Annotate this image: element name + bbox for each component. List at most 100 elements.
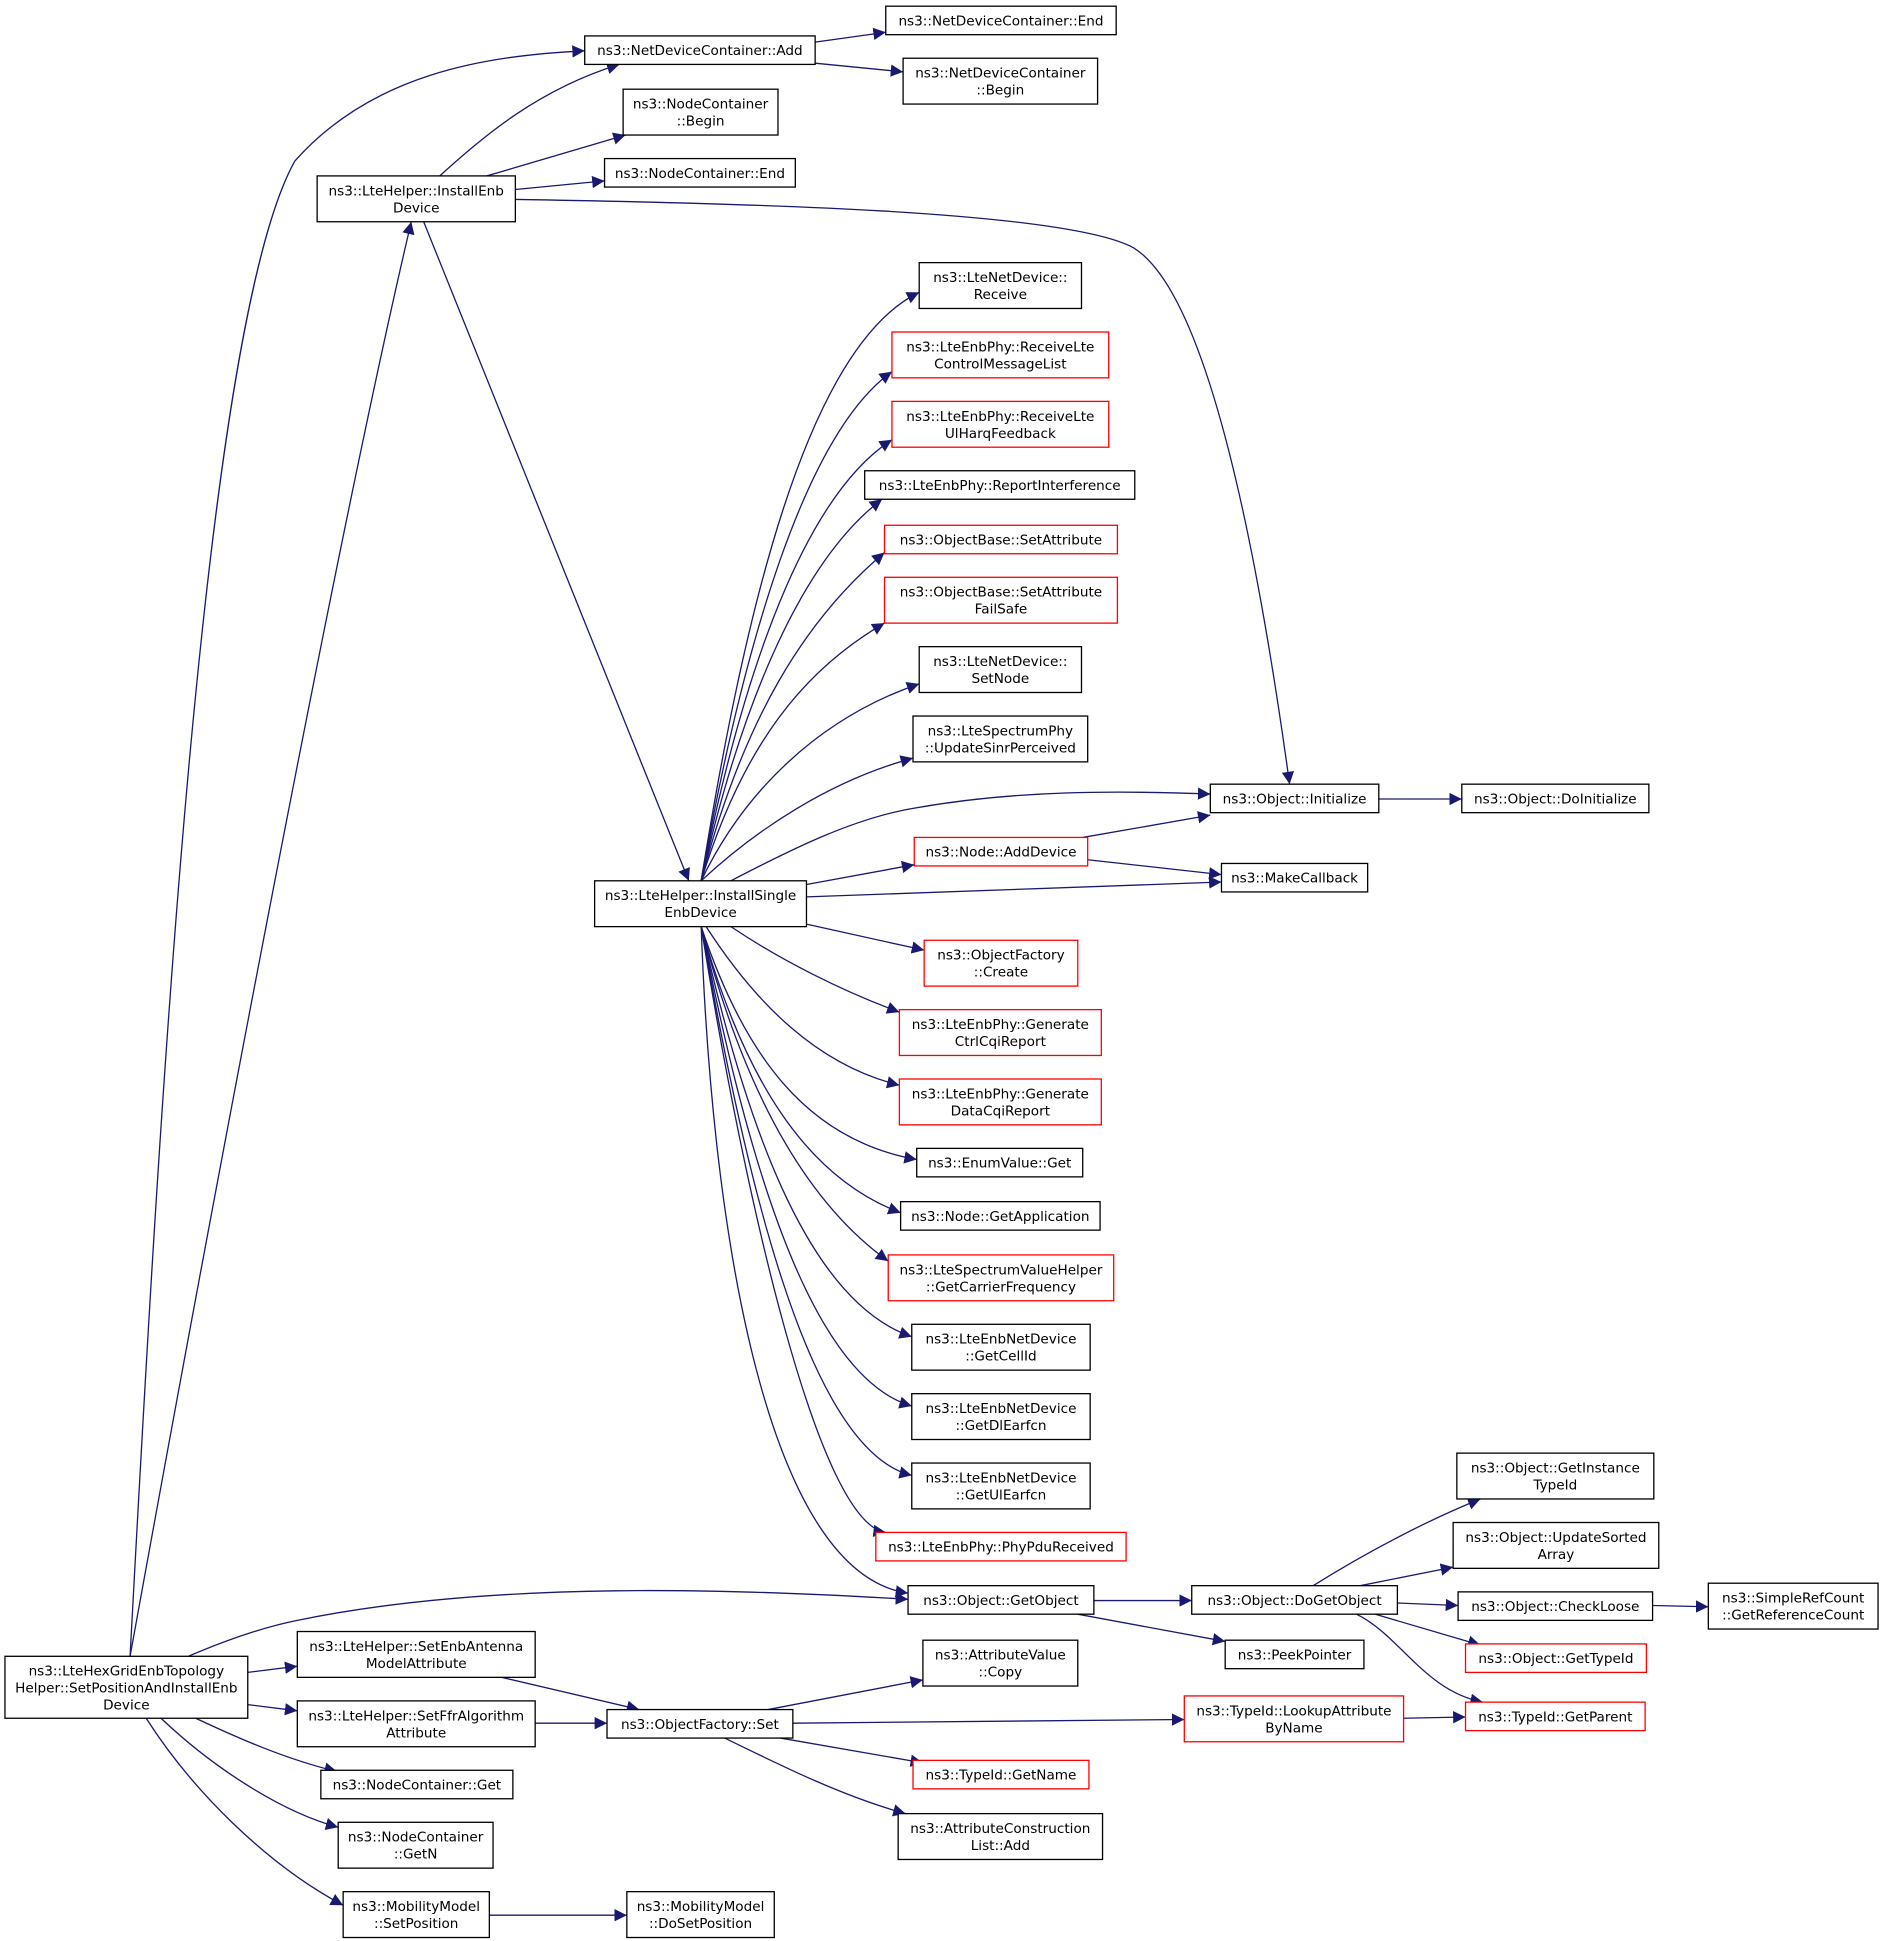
edge-checkLoose-to-getRefCount [1653, 1600, 1709, 1613]
node-label: ns3::MobilityModel [637, 1899, 765, 1915]
edge-doGetObject-to-updateSortedArray [1360, 1563, 1453, 1586]
edge-installSingle-to-setAttributeFailSafe [701, 623, 884, 881]
node-obj-factory-create[interactable]: ns3::ObjectFactory::Create [923, 939, 1079, 987]
node-box [4, 1655, 249, 1719]
node-do-get-object[interactable]: ns3::Object::DoGetObject [1191, 1585, 1399, 1615]
node-label: ns3::AttributeConstruction [910, 1821, 1090, 1837]
node-ndc-end[interactable]: ns3::NetDeviceContainer::End [885, 5, 1117, 36]
node-label: Device [393, 200, 440, 216]
edge-ndcAdd-to-ndcBegin [815, 63, 903, 77]
node-nc-get-n[interactable]: ns3::NodeContainer::GetN [337, 1821, 494, 1869]
node-box [916, 1147, 1084, 1178]
edge-root-to-getObject [188, 1591, 908, 1657]
node-ndc-add[interactable]: ns3::NetDeviceContainer::Add [584, 35, 816, 66]
node-label: ns3::Object::DoInitialize [1474, 791, 1637, 807]
node-obj-factory-set[interactable]: ns3::ObjectFactory::Set [606, 1708, 794, 1739]
node-label: ns3::LteHelper::SetEnbAntenna [309, 1639, 523, 1655]
node-label: ::GetCarrierFrequency [926, 1279, 1076, 1295]
node-get-object[interactable]: ns3::Object::GetObject [907, 1585, 1095, 1615]
node-phy-pdu-received[interactable]: ns3::LteEnbPhy::PhyPduReceived [875, 1531, 1127, 1562]
node-label: CtrlCqiReport [955, 1034, 1046, 1050]
node-box [1456, 1452, 1655, 1500]
node-label: ns3::NodeContainer [633, 97, 769, 113]
node-nc-get[interactable]: ns3::NodeContainer::Get [320, 1769, 514, 1800]
node-nc-begin[interactable]: ns3::NodeContainer::Begin [622, 88, 779, 136]
node-box [1452, 1521, 1660, 1569]
edge-root-to-ncGetN [161, 1718, 338, 1830]
node-set-attribute[interactable]: ns3::ObjectBase::SetAttribute [883, 524, 1119, 555]
node-label: ns3::LteSpectrumValueHelper [900, 1262, 1103, 1278]
node-label: ns3::LteEnbPhy::Generate [912, 1017, 1089, 1033]
node-box [342, 1891, 490, 1939]
edge-installSingle-to-getUlEarfcn [701, 927, 912, 1479]
edge-installSingle-to-makeCallback [806, 876, 1221, 897]
node-label: ns3::NetDeviceContainer::End [898, 13, 1103, 29]
node-report-interference[interactable]: ns3::LteEnbPhy::ReportInterference [864, 470, 1136, 500]
node-label: ::Begin [976, 83, 1024, 99]
node-node-get-app[interactable]: ns3::Node::GetApplication [899, 1201, 1101, 1231]
edge-installSingle-to-netDevSetNode [701, 681, 919, 881]
node-update-sinr[interactable]: ns3::LteSpectrumPhy::UpdateSinrPerceived [912, 715, 1089, 763]
node-recv-ctrl-msg[interactable]: ns3::LteEnbPhy::ReceiveLteControlMessage… [891, 331, 1110, 379]
node-label: UlHarqFeedback [945, 426, 1056, 442]
node-obj-initialize[interactable]: ns3::Object::Initialize [1209, 783, 1380, 814]
node-get-cell-id[interactable]: ns3::LteEnbNetDevice::GetCellId [911, 1323, 1091, 1371]
node-box [1464, 1643, 1648, 1674]
node-mm-do-set-position[interactable]: ns3::MobilityModel::DoSetPosition [626, 1891, 775, 1939]
node-enum-get[interactable]: ns3::EnumValue::Get [916, 1147, 1084, 1178]
edge-nodeAddDevice-to-makeCallback [1088, 860, 1222, 880]
node-make-callback[interactable]: ns3::MakeCallback [1220, 862, 1369, 893]
node-box [1183, 1695, 1405, 1743]
node-root[interactable]: ns3::LteHexGridEnbTopologyHelper::SetPos… [4, 1655, 249, 1719]
edge-doGetObject-to-typeIdGetParent [1357, 1614, 1483, 1706]
node-label: FailSafe [975, 602, 1028, 618]
node-net-dev-receive[interactable]: ns3::LteNetDevice::Receive [918, 261, 1083, 310]
node-type-id-get-name[interactable]: ns3::TypeId::GetName [912, 1759, 1090, 1790]
node-attr-value-copy[interactable]: ns3::AttributeValue::Copy [922, 1639, 1079, 1687]
node-type-id-get-parent[interactable]: ns3::TypeId::GetParent [1464, 1701, 1646, 1732]
node-label: List::Add [971, 1838, 1030, 1854]
node-box [907, 1585, 1095, 1615]
node-label: ns3::LteEnbNetDevice [925, 1332, 1076, 1348]
node-label: DataCqiReport [951, 1103, 1050, 1119]
edge-installSingle-to-recvUlHarq [701, 440, 892, 881]
node-mm-set-position[interactable]: ns3::MobilityModel::SetPosition [342, 1891, 490, 1939]
edge-installSingle-to-getCarrierFreq [701, 927, 888, 1261]
node-ndc-begin[interactable]: ns3::NetDeviceContainer::Begin [902, 57, 1099, 105]
node-node-add-device[interactable]: ns3::Node::AddDevice [913, 836, 1089, 867]
node-box [606, 1708, 794, 1739]
node-label: ns3::Object::GetObject [923, 1593, 1078, 1609]
node-box [911, 1323, 1091, 1371]
node-box [320, 1769, 514, 1800]
node-get-type-id[interactable]: ns3::Object::GetTypeId [1464, 1643, 1648, 1674]
node-check-loose[interactable]: ns3::Object::CheckLoose [1457, 1591, 1654, 1622]
node-box [898, 1008, 1102, 1057]
node-label: ::Copy [979, 1665, 1023, 1681]
node-nc-end[interactable]: ns3::NodeContainer::End [603, 157, 796, 188]
node-get-ref-count[interactable]: ns3::SimpleRefCount::GetReferenceCount [1707, 1582, 1879, 1630]
node-net-dev-set-node[interactable]: ns3::LteNetDevice::SetNode [918, 646, 1083, 694]
node-set-enb-antenna[interactable]: ns3::LteHelper::SetEnbAntennaModelAttrib… [296, 1630, 536, 1679]
edge-installSingle-to-netDevReceive [701, 292, 919, 880]
node-box [1457, 1591, 1654, 1622]
node-get-dl-earfcn[interactable]: ns3::LteEnbNetDevice::GetDlEarfcn [911, 1393, 1091, 1441]
edge-objFactorySet-to-lookupAttrByName [793, 1713, 1184, 1726]
edge-installSingle-to-getObject [701, 927, 908, 1598]
node-get-carrier-freq[interactable]: ns3::LteSpectrumValueHelper::GetCarrierF… [887, 1254, 1115, 1302]
node-peek-pointer[interactable]: ns3::PeekPointer [1224, 1639, 1365, 1670]
node-obj-do-initialize[interactable]: ns3::Object::DoInitialize [1461, 783, 1650, 814]
node-get-ul-earfcn[interactable]: ns3::LteEnbNetDevice::GetUlEarfcn [911, 1462, 1091, 1510]
edge-root-to-installEnbDevice [130, 222, 415, 1657]
